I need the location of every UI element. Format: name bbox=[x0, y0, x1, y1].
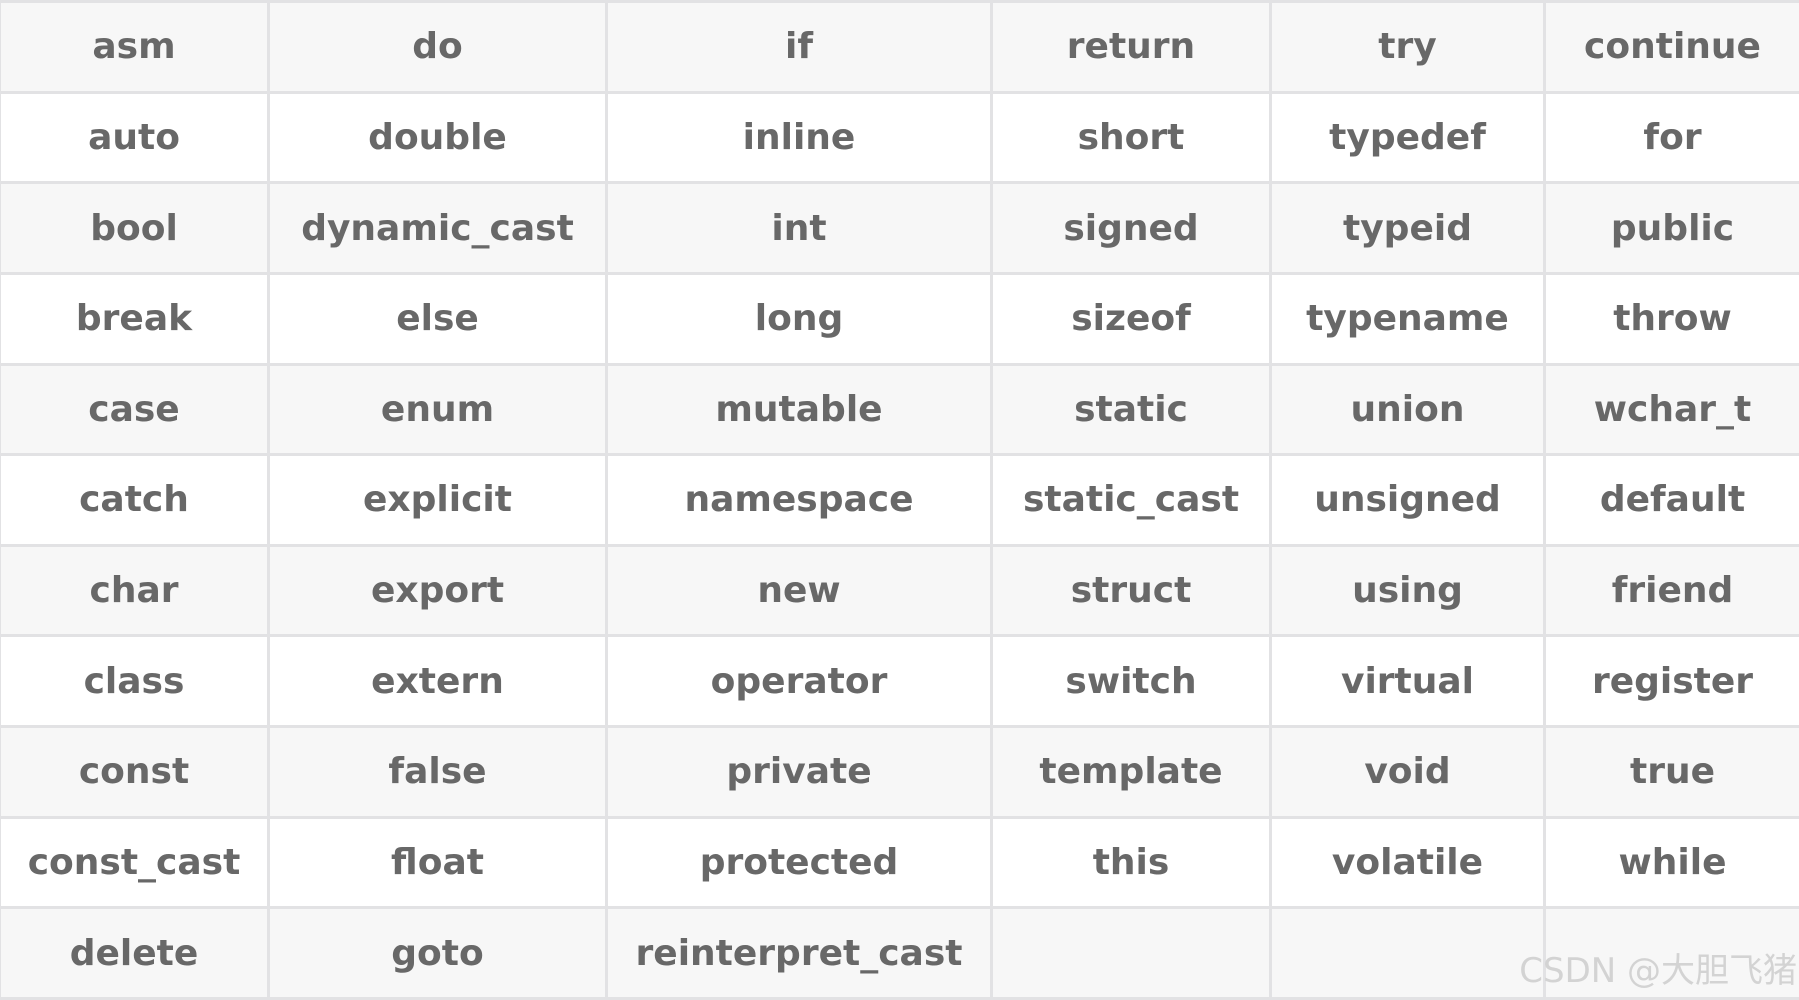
table-cell: int bbox=[605, 181, 993, 275]
table-cell: break bbox=[0, 271, 270, 366]
table-cell: delete bbox=[0, 906, 270, 1000]
table-row: auto double inline short typedef for bbox=[0, 90, 1799, 185]
table-cell: enum bbox=[267, 362, 608, 457]
table-cell: true bbox=[1543, 725, 1799, 819]
table-cell: const_cast bbox=[0, 815, 270, 910]
table-cell: private bbox=[605, 725, 993, 819]
table-cell: throw bbox=[1543, 271, 1799, 366]
table-row: asm do if return try continue bbox=[0, 0, 1799, 94]
table-cell: explicit bbox=[267, 453, 608, 547]
table-cell: new bbox=[605, 543, 993, 638]
table-cell: catch bbox=[0, 453, 270, 547]
table-cell: default bbox=[1543, 453, 1799, 547]
table-cell: protected bbox=[605, 815, 993, 910]
table-cell: template bbox=[990, 725, 1272, 819]
table-cell: register bbox=[1543, 634, 1799, 728]
table-cell: export bbox=[267, 543, 608, 638]
table-cell-empty bbox=[990, 906, 1272, 1000]
table-cell: while bbox=[1543, 815, 1799, 910]
table-cell: auto bbox=[0, 90, 270, 185]
table-row: case enum mutable static union wchar_t bbox=[0, 362, 1799, 457]
table-cell: case bbox=[0, 362, 270, 457]
table-cell: this bbox=[990, 815, 1272, 910]
table-cell: reinterpret_cast bbox=[605, 906, 993, 1000]
table-cell: short bbox=[990, 90, 1272, 185]
table-row: delete goto reinterpret_cast bbox=[0, 906, 1799, 1000]
table-cell: static_cast bbox=[990, 453, 1272, 547]
table-cell: float bbox=[267, 815, 608, 910]
table-row: bool dynamic_cast int signed typeid publ… bbox=[0, 181, 1799, 275]
table-cell: unsigned bbox=[1269, 453, 1546, 547]
table-cell: virtual bbox=[1269, 634, 1546, 728]
table-cell: if bbox=[605, 0, 993, 94]
table-cell: const bbox=[0, 725, 270, 819]
table-cell-empty bbox=[1543, 906, 1799, 1000]
table-cell: extern bbox=[267, 634, 608, 728]
table-cell: dynamic_cast bbox=[267, 181, 608, 275]
table-cell: else bbox=[267, 271, 608, 366]
table-cell: do bbox=[267, 0, 608, 94]
table-cell: false bbox=[267, 725, 608, 819]
table-cell: try bbox=[1269, 0, 1546, 94]
table-cell: asm bbox=[0, 0, 270, 94]
table-cell: return bbox=[990, 0, 1272, 94]
table-cell: void bbox=[1269, 725, 1546, 819]
table-cell: typename bbox=[1269, 271, 1546, 366]
table-cell: using bbox=[1269, 543, 1546, 638]
table-cell: struct bbox=[990, 543, 1272, 638]
table-cell: bool bbox=[0, 181, 270, 275]
table-cell: char bbox=[0, 543, 270, 638]
table-cell: sizeof bbox=[990, 271, 1272, 366]
table-cell-empty bbox=[1269, 906, 1546, 1000]
table-cell: wchar_t bbox=[1543, 362, 1799, 457]
table-cell: class bbox=[0, 634, 270, 728]
table-cell: mutable bbox=[605, 362, 993, 457]
table-row: break else long sizeof typename throw bbox=[0, 271, 1799, 366]
table-cell: inline bbox=[605, 90, 993, 185]
table-cell: continue bbox=[1543, 0, 1799, 94]
table-row: catch explicit namespace static_cast uns… bbox=[0, 453, 1799, 547]
table-cell: friend bbox=[1543, 543, 1799, 638]
table-row: class extern operator switch virtual reg… bbox=[0, 634, 1799, 728]
table-cell: double bbox=[267, 90, 608, 185]
table-cell: signed bbox=[990, 181, 1272, 275]
table-row: const false private template void true bbox=[0, 725, 1799, 819]
table-cell: long bbox=[605, 271, 993, 366]
table-cell: typedef bbox=[1269, 90, 1546, 185]
table-cell: static bbox=[990, 362, 1272, 457]
table-row: char export new struct using friend bbox=[0, 543, 1799, 638]
table-cell: public bbox=[1543, 181, 1799, 275]
table-cell: for bbox=[1543, 90, 1799, 185]
table-cell: switch bbox=[990, 634, 1272, 728]
table-cell: operator bbox=[605, 634, 993, 728]
table-row: const_cast float protected this volatile… bbox=[0, 815, 1799, 910]
table-cell: namespace bbox=[605, 453, 993, 547]
table-cell: typeid bbox=[1269, 181, 1546, 275]
table-cell: goto bbox=[267, 906, 608, 1000]
table-cell: volatile bbox=[1269, 815, 1546, 910]
table-cell: union bbox=[1269, 362, 1546, 457]
